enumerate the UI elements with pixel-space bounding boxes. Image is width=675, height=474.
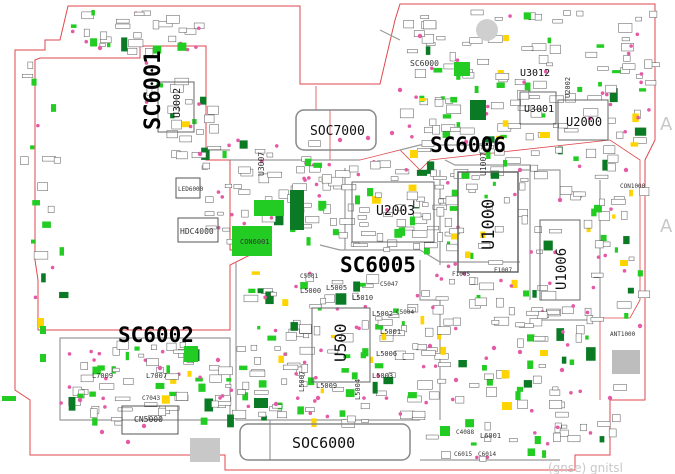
label-u2003: U2003 [376, 204, 415, 219]
label-sc6000: SC6000 [410, 59, 439, 68]
label-l7009: L7009 [92, 372, 113, 380]
grey-pad-right [612, 350, 640, 374]
label-u500: U500 [331, 323, 350, 362]
label-c4088: C4088 [456, 429, 474, 436]
label-l5002: L5002 [372, 310, 393, 318]
u3002-body [157, 81, 195, 133]
label-sc6001: SC6001 [141, 51, 166, 130]
soc6000-outline [239, 423, 411, 461]
label-cn5000: CN5000 [134, 415, 163, 424]
label-l5001: L5001 [380, 328, 401, 336]
label-l5005: L5005 [326, 284, 347, 292]
label-c7043: C7043 [142, 395, 160, 402]
label-l7007: L7007 [146, 372, 167, 380]
label-c6015: C6015 [454, 451, 472, 458]
label-f1005: F1005 [452, 271, 470, 278]
label-l5006: L5006 [376, 350, 397, 358]
label-c6014: C6014 [478, 451, 496, 458]
con6001-green-block [232, 226, 272, 256]
label-sc6005: SC6005 [340, 253, 416, 277]
label-l6001: L6001 [480, 432, 501, 440]
board-outline [14, 3, 656, 471]
label-u3007: U3007 [257, 152, 266, 176]
grey-pad-bottom [190, 438, 220, 462]
label-f1007: F1007 [494, 267, 512, 274]
u500-body [311, 307, 371, 383]
label-c5047: C5047 [380, 281, 398, 288]
ghost-letter-top: A [660, 114, 673, 135]
mount-hole-top [476, 19, 498, 41]
led6000-body [175, 177, 201, 199]
label-u1007: U1007 [479, 152, 488, 176]
label-soc7000: SOC7000 [310, 124, 365, 139]
label-u1000: U1000 [479, 199, 499, 250]
label-l5004: L5004 [354, 379, 362, 400]
u1006-body [539, 219, 581, 301]
label-l5007: L5007 [298, 371, 306, 392]
label-ant1000: ANT1000 [610, 331, 636, 338]
label-sc6002: SC6002 [118, 323, 194, 347]
label-u1006: U1006 [554, 248, 570, 290]
label-sc6006: SC6006 [430, 133, 506, 157]
ghost-letter-mid: A [660, 216, 673, 237]
soc7000-outline [295, 109, 377, 151]
label-l5009: L5009 [316, 382, 337, 390]
label-hdc4000: HDC4000 [180, 227, 214, 236]
label-con1000: CON1000 [620, 183, 646, 190]
label-l5010: L5010 [352, 294, 373, 302]
label-l5000: L5000 [300, 287, 321, 295]
label-c5001: C5001 [300, 273, 318, 280]
label-con6001: CON6001 [240, 238, 270, 246]
label-u2000: U2000 [566, 115, 602, 129]
trace-layer [59, 29, 601, 461]
ghost-text-bottom: (gnse) gnitsl [548, 461, 623, 474]
u1000-body [457, 171, 519, 273]
hdc4000-body [177, 217, 219, 243]
u2003-body [351, 181, 435, 243]
label-u3001: U3001 [524, 104, 554, 115]
u3001-body [519, 91, 557, 125]
cn5000-body [121, 405, 179, 435]
label-u3012: U3012 [520, 68, 550, 79]
pad-layer [2, 9, 660, 462]
u2000-body [557, 99, 609, 141]
label-led6000: LED6000 [178, 186, 204, 193]
label-soc6000: SOC6000 [292, 434, 355, 452]
cutout-right-outline [315, 86, 641, 400]
label-u3002: U3002 [172, 88, 183, 118]
label-u2002: U2002 [564, 77, 572, 98]
label-l5003: L5003 [372, 372, 393, 380]
label-c5004: C5004 [396, 309, 414, 316]
